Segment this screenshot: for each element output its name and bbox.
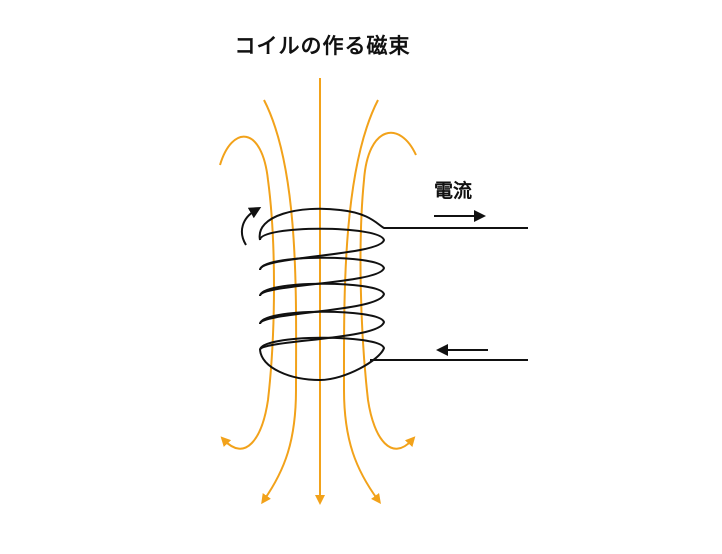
current-label: 電流 (434, 180, 473, 202)
flux-line-inner-right (342, 99, 381, 505)
diagram-title: コイルの作る磁束 (234, 34, 411, 58)
flux-line-mid-left (219, 135, 275, 450)
flux-lines (219, 78, 417, 505)
coil-winding-3 (259, 282, 386, 325)
coil-winding-4 (259, 310, 386, 351)
flux-line-mid-right (359, 131, 417, 450)
coil-top-lead (258, 207, 528, 241)
flux-line-inner-left (261, 99, 298, 505)
coil (258, 207, 528, 382)
rotation-arrow-icon (240, 207, 262, 246)
coil-winding-2 (259, 256, 386, 297)
